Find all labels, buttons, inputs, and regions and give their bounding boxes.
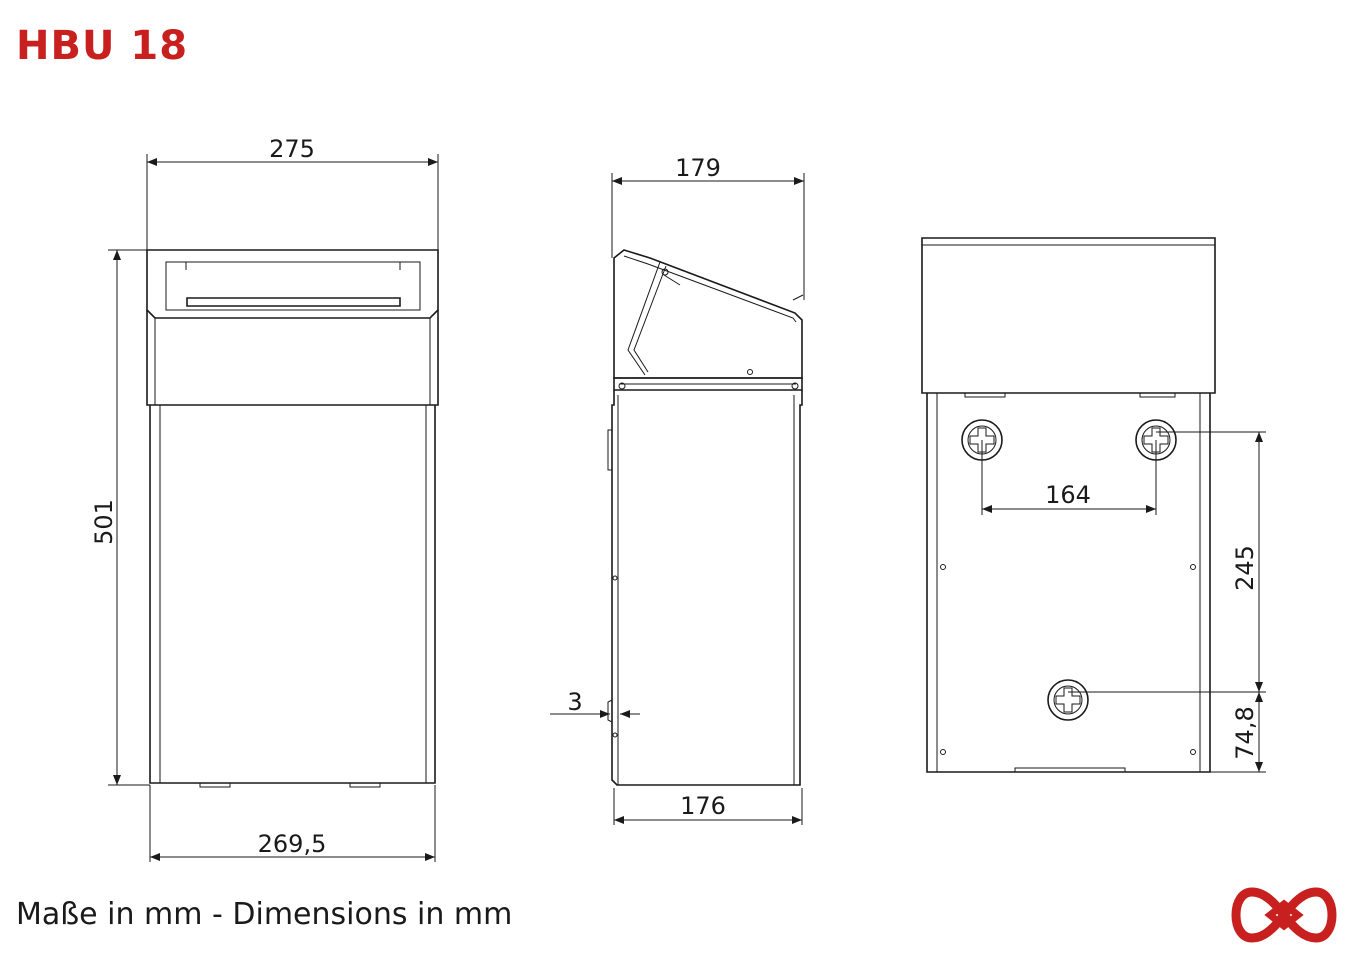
dim-front-width-top: 275 <box>269 135 315 163</box>
side-view: 179 176 3 <box>550 154 805 825</box>
dim-front-height: 501 <box>90 499 118 545</box>
dim-back-hole-spacing-horizontal: 164 <box>1045 481 1091 509</box>
mounting-hole-bottom <box>1047 679 1089 721</box>
dim-side-offset: 3 <box>567 688 582 716</box>
dim-side-depth-bottom: 176 <box>680 792 726 820</box>
dim-back-hole-spacing-vertical: 245 <box>1231 545 1259 591</box>
back-view: 164 245 74,8 <box>921 237 1266 773</box>
dim-front-width-bottom: 269,5 <box>258 830 327 858</box>
dim-back-hole-bottom-offset: 74,8 <box>1231 706 1259 759</box>
dimensions-note: Maße in mm - Dimensions in mm <box>16 897 513 932</box>
front-view: 275 501 269,5 <box>90 135 439 862</box>
product-title: HBU 18 <box>16 23 189 69</box>
dim-side-depth-top: 179 <box>675 154 721 182</box>
infinity-loop-logo-icon <box>1231 887 1337 943</box>
